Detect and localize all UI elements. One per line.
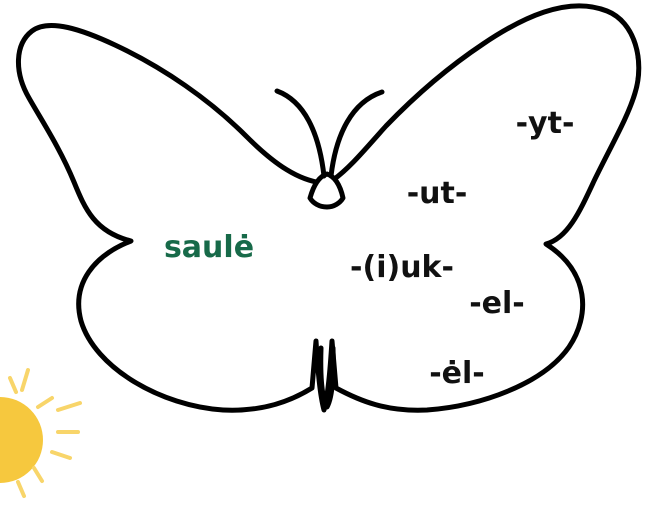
butterfly-antennae	[274, 88, 385, 179]
sun-rays	[8, 368, 82, 498]
root-word: saulė	[164, 230, 254, 265]
suffix-ut: -ut-	[407, 176, 468, 211]
suffix-yt: -yt-	[516, 106, 575, 141]
butterfly-outline	[15, 3, 642, 413]
sun-icon	[0, 368, 82, 498]
suffix-el: -el-	[469, 286, 525, 321]
suffix-ėl: -ėl-	[429, 356, 485, 391]
sun-body	[0, 397, 43, 483]
suffix-iuk: -(i)uk-	[350, 250, 454, 285]
